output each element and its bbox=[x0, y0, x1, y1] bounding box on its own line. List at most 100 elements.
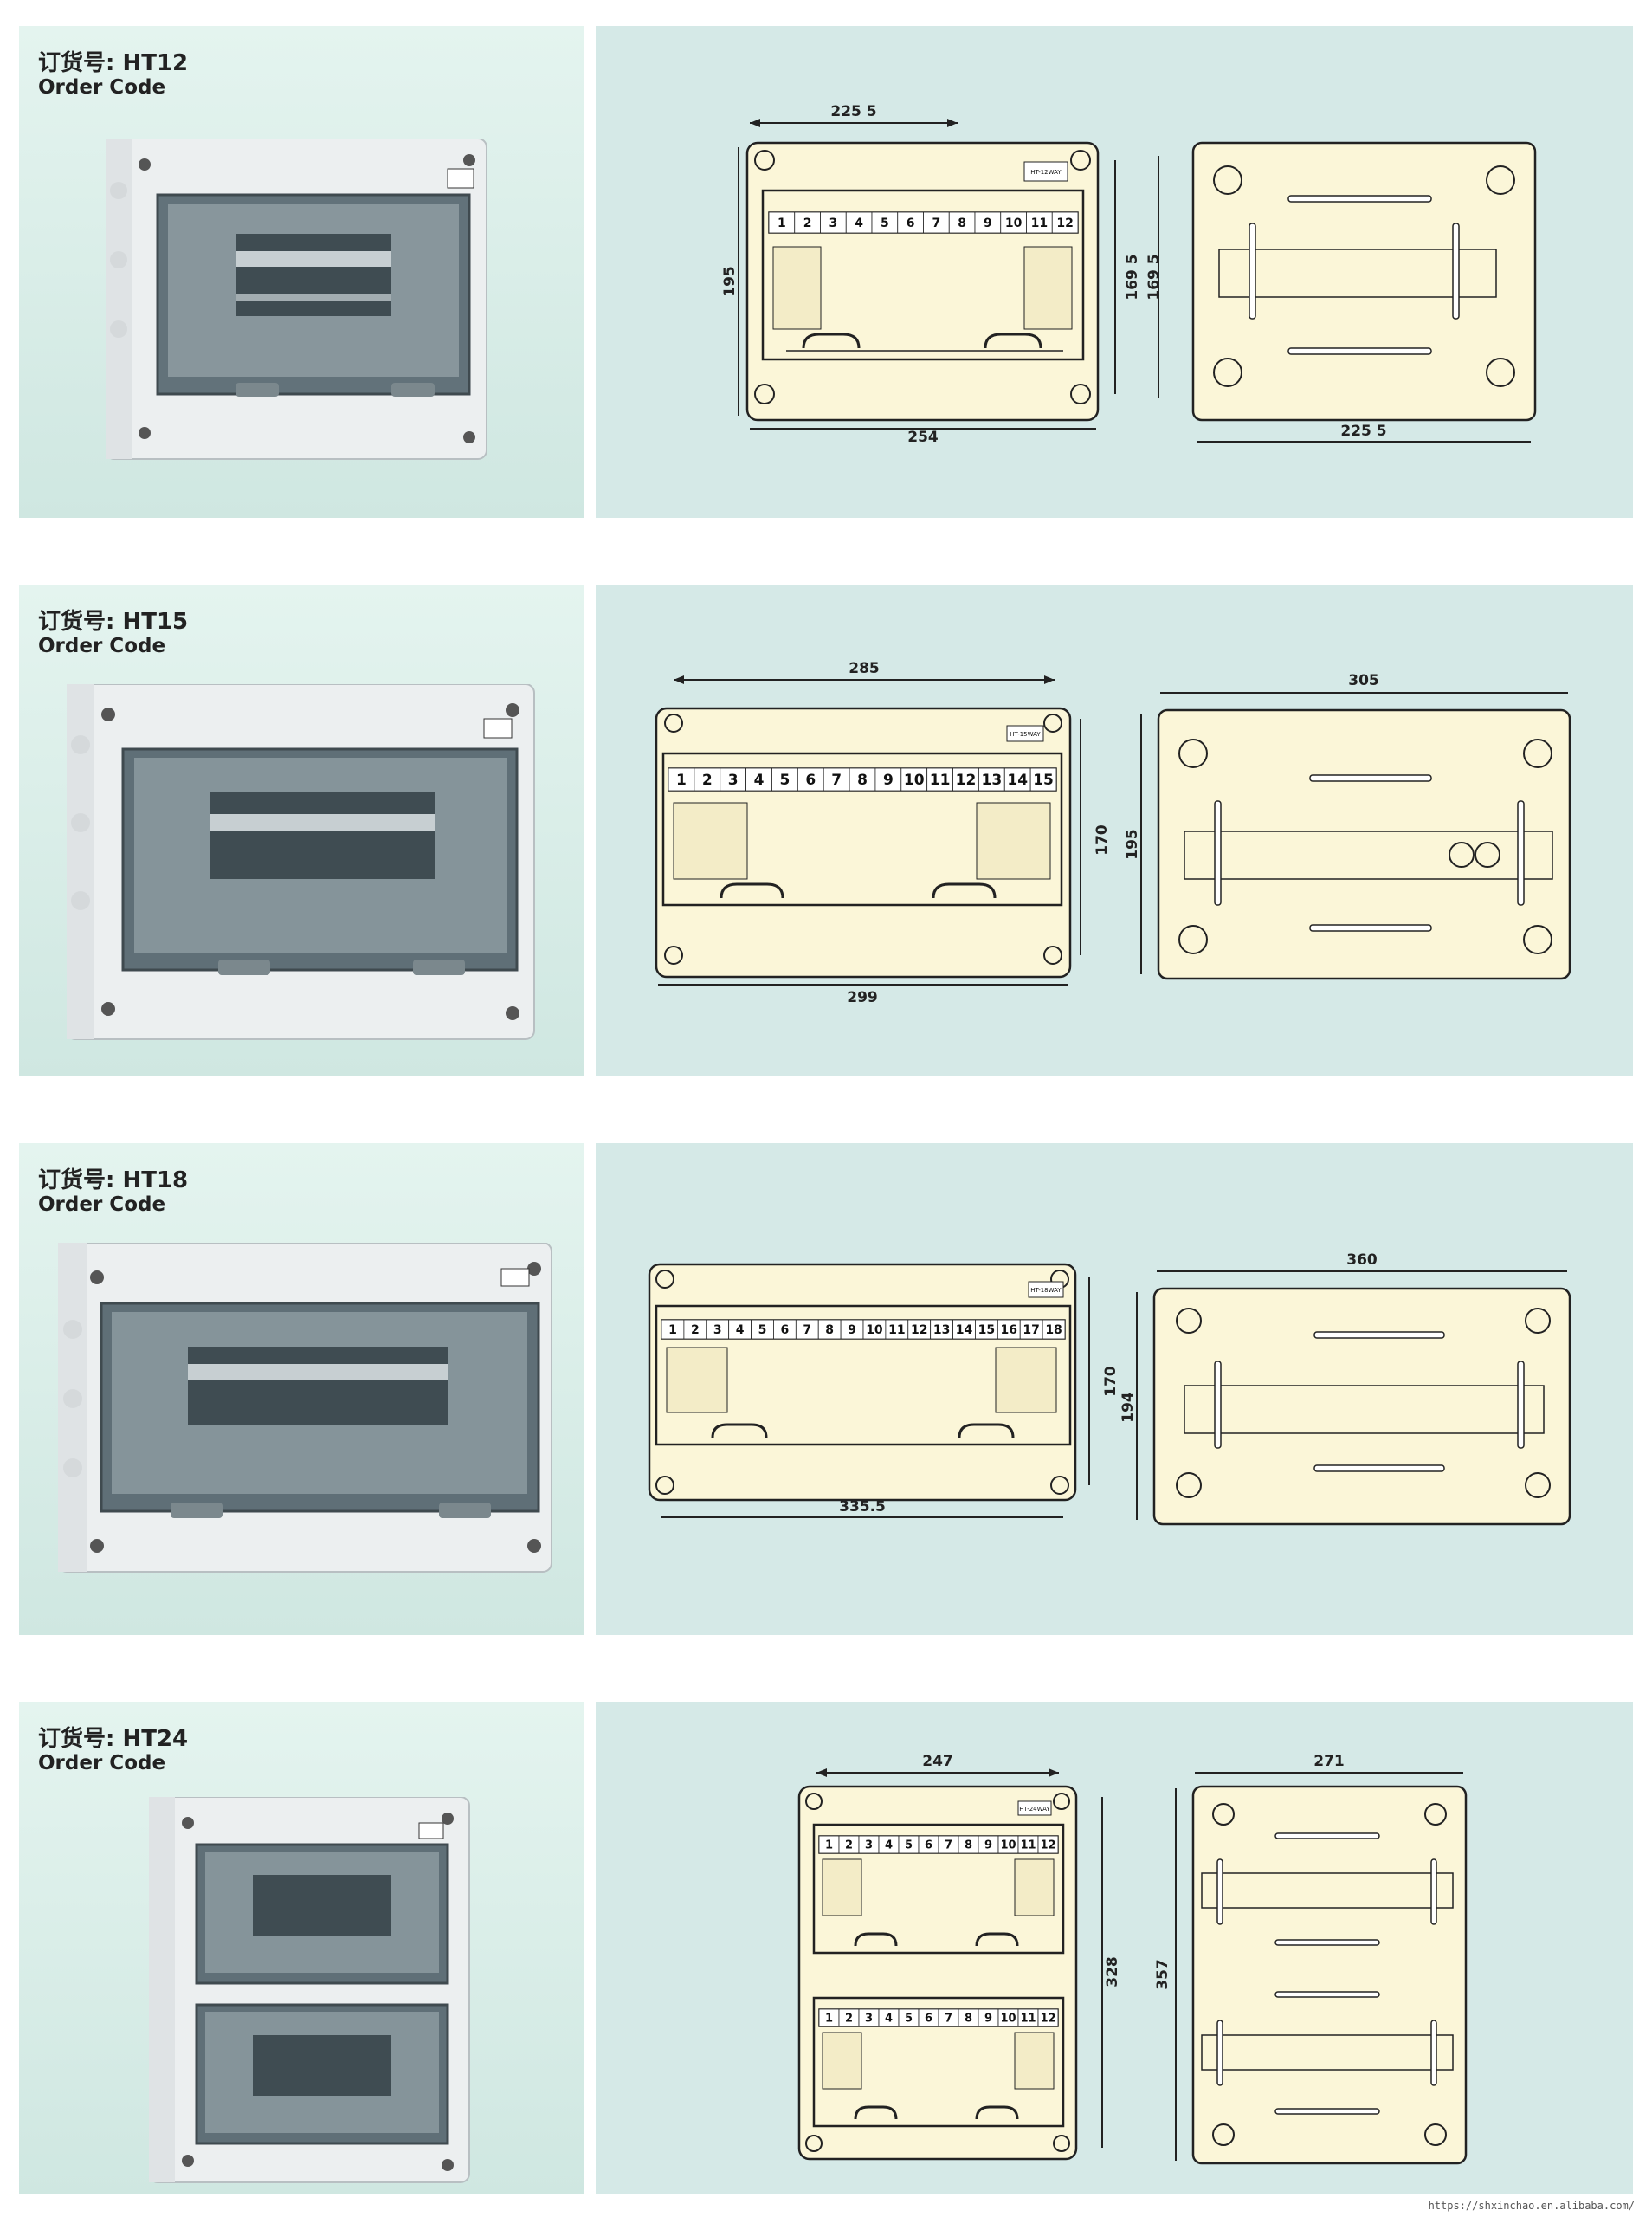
slot-cell bbox=[668, 767, 695, 792]
slot-cell bbox=[871, 211, 899, 234]
dim-height: 194 bbox=[1120, 1392, 1137, 1423]
slot-number: 11 bbox=[930, 772, 951, 789]
slot-number: 11 bbox=[1031, 217, 1048, 230]
slot-number: 1 bbox=[668, 1323, 677, 1337]
dim-back-width: 225 5 bbox=[1340, 423, 1386, 440]
product-row-ht15: 订货号: HT15 Order Code 285 HT-15WAY bbox=[19, 585, 1633, 1076]
slot-cell bbox=[952, 767, 979, 792]
slot-number: 6 bbox=[907, 217, 915, 230]
slot-number: 8 bbox=[825, 1323, 834, 1337]
slot-cell bbox=[794, 211, 821, 234]
order-code-cn: 订货号: HT12 bbox=[38, 50, 189, 76]
slot-number: 6 bbox=[805, 772, 816, 789]
slot-number: 9 bbox=[984, 2013, 992, 2026]
dim-bottom-width: 254 bbox=[907, 429, 939, 446]
slot-number: 10 bbox=[866, 1323, 883, 1337]
slot-number: 15 bbox=[1033, 772, 1054, 789]
product-photo-panel: 订货号: HT18 Order Code bbox=[19, 1143, 584, 1635]
slot-cell bbox=[849, 767, 876, 792]
slot-number: 6 bbox=[925, 1839, 932, 1852]
slot-number: 5 bbox=[881, 217, 889, 230]
slot-number: 10 bbox=[1000, 2013, 1016, 2026]
slot-number: 6 bbox=[781, 1323, 790, 1337]
slot-cell bbox=[974, 211, 1002, 234]
slot-number: 7 bbox=[945, 2013, 952, 2026]
slot-number: 11 bbox=[888, 1323, 905, 1337]
product-photo-panel: 订货号: HT12 Order Code bbox=[19, 26, 584, 518]
slot-number: 14 bbox=[956, 1323, 973, 1337]
slot-number: 4 bbox=[754, 772, 765, 789]
slot-number: 12 bbox=[1056, 217, 1073, 230]
slot-cell bbox=[720, 767, 747, 792]
dim-top-width: 285 bbox=[849, 660, 880, 677]
enclosure-photo-ht15 bbox=[67, 684, 535, 1040]
slot-number: 9 bbox=[984, 1839, 992, 1852]
enclosure-photo-ht18 bbox=[58, 1243, 552, 1573]
label-tag: HT-15WAY bbox=[1010, 731, 1041, 738]
slot-number: 3 bbox=[865, 2013, 873, 2026]
dim-back-width: 360 bbox=[1346, 1251, 1378, 1269]
slot-cell bbox=[1042, 1319, 1066, 1340]
slot-cell bbox=[1037, 2008, 1059, 2027]
slot-number: 12 bbox=[1040, 1839, 1055, 1852]
dim-inner-height-a: 169 5 bbox=[1124, 254, 1141, 300]
slot-number: 17 bbox=[1023, 1323, 1039, 1337]
dim-inner-height: 328 bbox=[1104, 1956, 1121, 1988]
slot-cell bbox=[823, 767, 850, 792]
dim-back-width: 305 bbox=[1348, 672, 1379, 689]
slot-number: 18 bbox=[1045, 1323, 1062, 1337]
label-tag: HT-12WAY bbox=[1030, 169, 1062, 176]
slot-number: 1 bbox=[778, 217, 786, 230]
slot-number: 10 bbox=[904, 772, 925, 789]
dim-bottom-width: 335.5 bbox=[839, 1498, 886, 1516]
product-row-ht12: 订货号: HT12 Order Code 225 5 bbox=[19, 26, 1633, 518]
slot-cell bbox=[771, 767, 798, 792]
slot-cell bbox=[1026, 211, 1053, 234]
label-tag: HT-24WAY bbox=[1019, 1806, 1050, 1813]
slot-number: 12 bbox=[911, 1323, 927, 1337]
product-photo-panel: 订货号: HT24 Order Code bbox=[19, 1702, 584, 2194]
slot-number: 2 bbox=[845, 2013, 853, 2026]
slot-cell bbox=[845, 211, 873, 234]
slot-number: 4 bbox=[885, 1839, 893, 1852]
slot-number: 7 bbox=[831, 772, 842, 789]
slot-number: 16 bbox=[1001, 1323, 1017, 1337]
slot-number: 1 bbox=[676, 772, 687, 789]
slot-cell bbox=[1003, 767, 1031, 792]
order-code-en: Order Code bbox=[38, 1193, 166, 1216]
slot-number: 8 bbox=[958, 217, 966, 230]
slot-cell bbox=[768, 211, 796, 234]
product-photo-panel: 订货号: HT15 Order Code bbox=[19, 585, 584, 1076]
slot-number: 3 bbox=[713, 1323, 722, 1337]
enclosure-photo-ht24 bbox=[149, 1797, 470, 2183]
label-tag: HT-18WAY bbox=[1030, 1287, 1062, 1294]
order-code-cn: 订货号: HT18 bbox=[38, 1167, 189, 1193]
slot-number: 9 bbox=[883, 772, 894, 789]
slot-number: 13 bbox=[933, 1323, 950, 1337]
slot-cell bbox=[694, 767, 721, 792]
slot-number: 10 bbox=[1005, 217, 1023, 230]
dim-top-width: 225 5 bbox=[830, 103, 876, 120]
slot-number: 2 bbox=[691, 1323, 700, 1337]
slot-number: 2 bbox=[702, 772, 713, 789]
slot-number: 5 bbox=[779, 772, 790, 789]
order-code-cn: 订货号: HT15 bbox=[38, 609, 189, 635]
slot-number: 7 bbox=[803, 1323, 811, 1337]
slot-number: 1 bbox=[825, 2013, 833, 2026]
slot-cell bbox=[978, 767, 1005, 792]
slot-number: 12 bbox=[956, 772, 977, 789]
slot-number: 1 bbox=[825, 1839, 833, 1852]
slot-number: 11 bbox=[1020, 2013, 1036, 2026]
slot-number: 5 bbox=[905, 2013, 913, 2026]
